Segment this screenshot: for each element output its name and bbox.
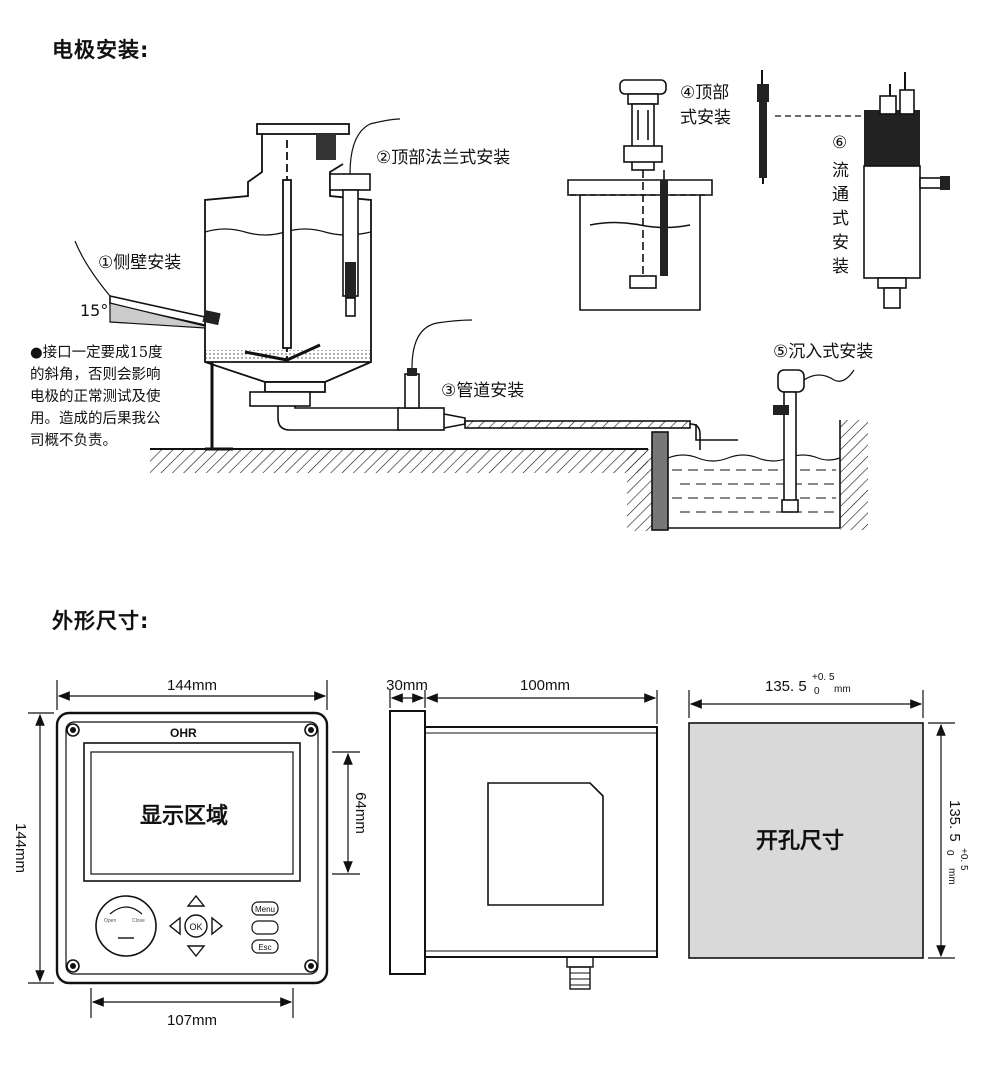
menu-key: Menu: [255, 905, 275, 914]
cutout-height-tol-down: 0: [944, 850, 955, 856]
esc-key: Esc: [258, 943, 271, 952]
label-flow-vertical: 流 通 式 安 装: [832, 161, 849, 277]
cutout-width-tol-up: +0. 5: [812, 672, 835, 683]
pipeline: [249, 319, 701, 450]
side-depth-label: 100mm: [520, 677, 570, 694]
brand-logo: OHR: [170, 726, 197, 740]
top-flange-electrode: [329, 118, 401, 317]
label-top-flange: ②顶部法兰式安装: [376, 148, 510, 168]
cutout-height-tol-up: +0. 5: [958, 848, 969, 871]
reactor-tank: [204, 123, 372, 451]
cutout-height-main: 135. 5: [946, 800, 963, 842]
label-flow-char: 通: [832, 185, 849, 205]
label-flow-char: 装: [832, 257, 849, 277]
label-top-mount-2: 式安装: [680, 108, 731, 128]
cutout-width-tol-down: 0: [814, 686, 820, 697]
front-width-label: 144mm: [167, 677, 217, 694]
label-flow-number: ⑥: [832, 133, 847, 153]
note-line: 电极的正常测试及使: [30, 388, 161, 405]
label-flow-char: 流: [832, 161, 849, 181]
label-submerged: ⑤沉入式安装: [773, 342, 873, 362]
label-side-wall: ①侧壁安装: [98, 253, 181, 273]
open-key-label: Open: [104, 918, 116, 924]
label-angle: 15°: [80, 301, 108, 320]
display-area-label: 显示区域: [140, 803, 228, 829]
label-pipeline: ③管道安装: [441, 381, 524, 401]
top-mount-electrode: [757, 70, 769, 184]
note-line: ●接口一定要成15度: [30, 344, 163, 361]
label-flow-char: 安: [832, 233, 849, 253]
front-dim-lines: [28, 680, 360, 1018]
side-front-label: 30mm: [386, 677, 428, 694]
dimension-section-title: 外形尺寸:: [52, 609, 150, 633]
cutout-width-label: 135. 5 +0. 5 0 mm: [765, 672, 851, 697]
cutout-view: [688, 690, 955, 959]
cutout-height-unit: mm: [946, 868, 957, 885]
ok-key: OK: [189, 922, 202, 932]
cutout-label: 开孔尺寸: [756, 828, 844, 854]
install-section-title: 电极安装:: [52, 38, 150, 62]
close-key-label: Close: [132, 918, 145, 924]
top-mount-vessel: [567, 79, 713, 311]
flow-cell: [863, 72, 950, 309]
label-top-mount-1: ④顶部: [680, 83, 729, 103]
label-flow-char: 式: [832, 209, 849, 229]
panel-width-label: 107mm: [167, 1012, 217, 1029]
cutout-height-label: 135. 5 +0. 5 0 mm: [944, 800, 969, 885]
ground: [150, 448, 652, 531]
cutout-width-unit: mm: [834, 684, 851, 695]
display-height-label: 64mm: [352, 792, 369, 834]
side-wall-electrode: [74, 240, 221, 329]
note-line: 的斜角，否则会影响: [30, 366, 161, 383]
note-line: 司概不负责。: [30, 432, 117, 449]
front-height-label: 144mm: [12, 823, 29, 873]
submerged-tank: [651, 369, 868, 531]
side-view: [389, 690, 658, 990]
front-view: [55, 711, 329, 985]
cutout-width-main: 135. 5: [765, 678, 807, 695]
install-note: ●接口一定要成15度 的斜角，否则会影响 电极的正常测试及使 用。造成的后果我公…: [30, 344, 163, 449]
note-line: 用。造成的后果我公: [30, 410, 161, 427]
